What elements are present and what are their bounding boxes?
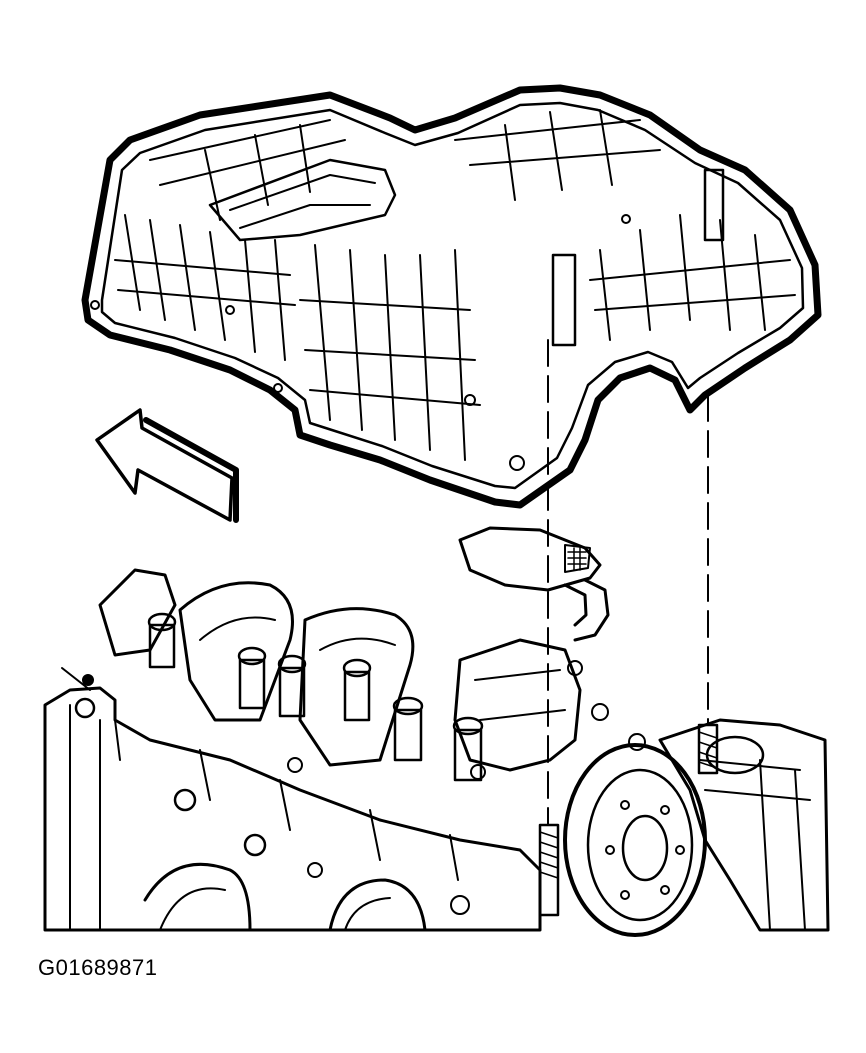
- oil-pump-pickup: [458, 526, 610, 642]
- crankshaft: [61, 568, 646, 782]
- figure-caption: G01689871: [38, 955, 158, 980]
- flywheel: [563, 718, 830, 937]
- oil-pan: [81, 84, 822, 509]
- engine-block: [43, 686, 542, 932]
- alignment-stud: [538, 339, 719, 917]
- direction-arrow: [95, 408, 239, 523]
